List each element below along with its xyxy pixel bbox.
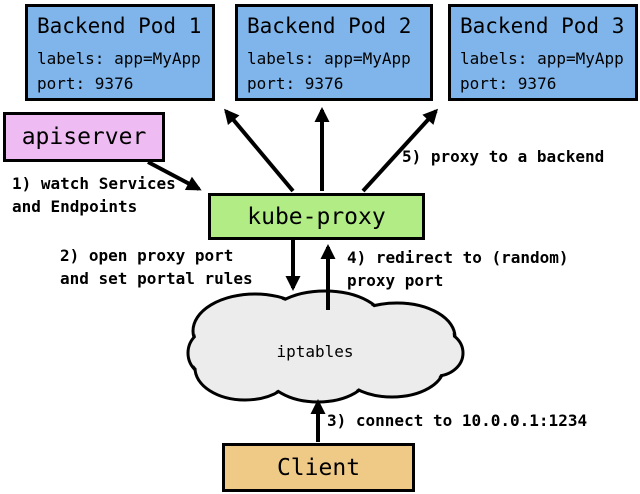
pod-title: Backend Pod 1 [37,14,202,38]
kube-proxy-label: kube-proxy [247,203,386,230]
apiserver-label: apiserver [21,124,147,150]
step2-annotation: 2) open proxy port and set portal rules [60,244,253,290]
arrow-kubeproxy-to-pod1 [224,108,295,193]
client-box: Client [222,443,415,492]
pod-port: port: 9376 [247,74,344,93]
step4-line1: 4) redirect to (random) [347,248,569,267]
step1-annotation: 1) watch Services and Endpoints [12,172,176,218]
iptables-cloud [186,289,465,404]
step5-annotation: 5) proxy to a backend [402,145,604,168]
pod-port: port: 9376 [37,74,134,93]
step5-line1: 5) proxy to a backend [402,147,605,166]
arrow-apiserver-to-kubeproxy [147,160,202,191]
step3-line1: 3) connect to 10.0.0.1:1234 [327,411,588,430]
backend-pod-3-box: Backend Pod 3 labels: app=MyApp port: 93… [448,4,638,101]
pod-labels: labels: app=MyApp [460,49,624,68]
pod-title: Backend Pod 3 [460,14,625,38]
pod-port: port: 9376 [460,74,557,93]
backend-pod-1-box: Backend Pod 1 labels: app=MyApp port: 93… [25,4,215,101]
flow-arrows [147,107,439,442]
pod-labels: labels: app=MyApp [247,49,411,68]
step2-line1: 2) open proxy port [60,246,234,265]
step2-line2: and set portal rules [60,269,253,288]
arrow-kubeproxy-to-pod3 [361,108,439,193]
pod-title: Backend Pod 2 [247,14,412,38]
kube-proxy-box: kube-proxy [208,193,425,240]
pod-labels: labels: app=MyApp [37,49,201,68]
client-label: Client [276,454,361,481]
apiserver-box: apiserver [3,112,165,162]
step3-annotation: 3) connect to 10.0.0.1:1234 [327,409,587,432]
iptables-label: iptables [276,342,354,361]
step4-annotation: 4) redirect to (random) proxy port [347,246,569,292]
step1-line2: and Endpoints [12,197,138,216]
step1-line1: 1) watch Services [12,174,176,193]
backend-pod-2-box: Backend Pod 2 labels: app=MyApp port: 93… [235,4,433,101]
step4-line2: proxy port [347,271,444,290]
